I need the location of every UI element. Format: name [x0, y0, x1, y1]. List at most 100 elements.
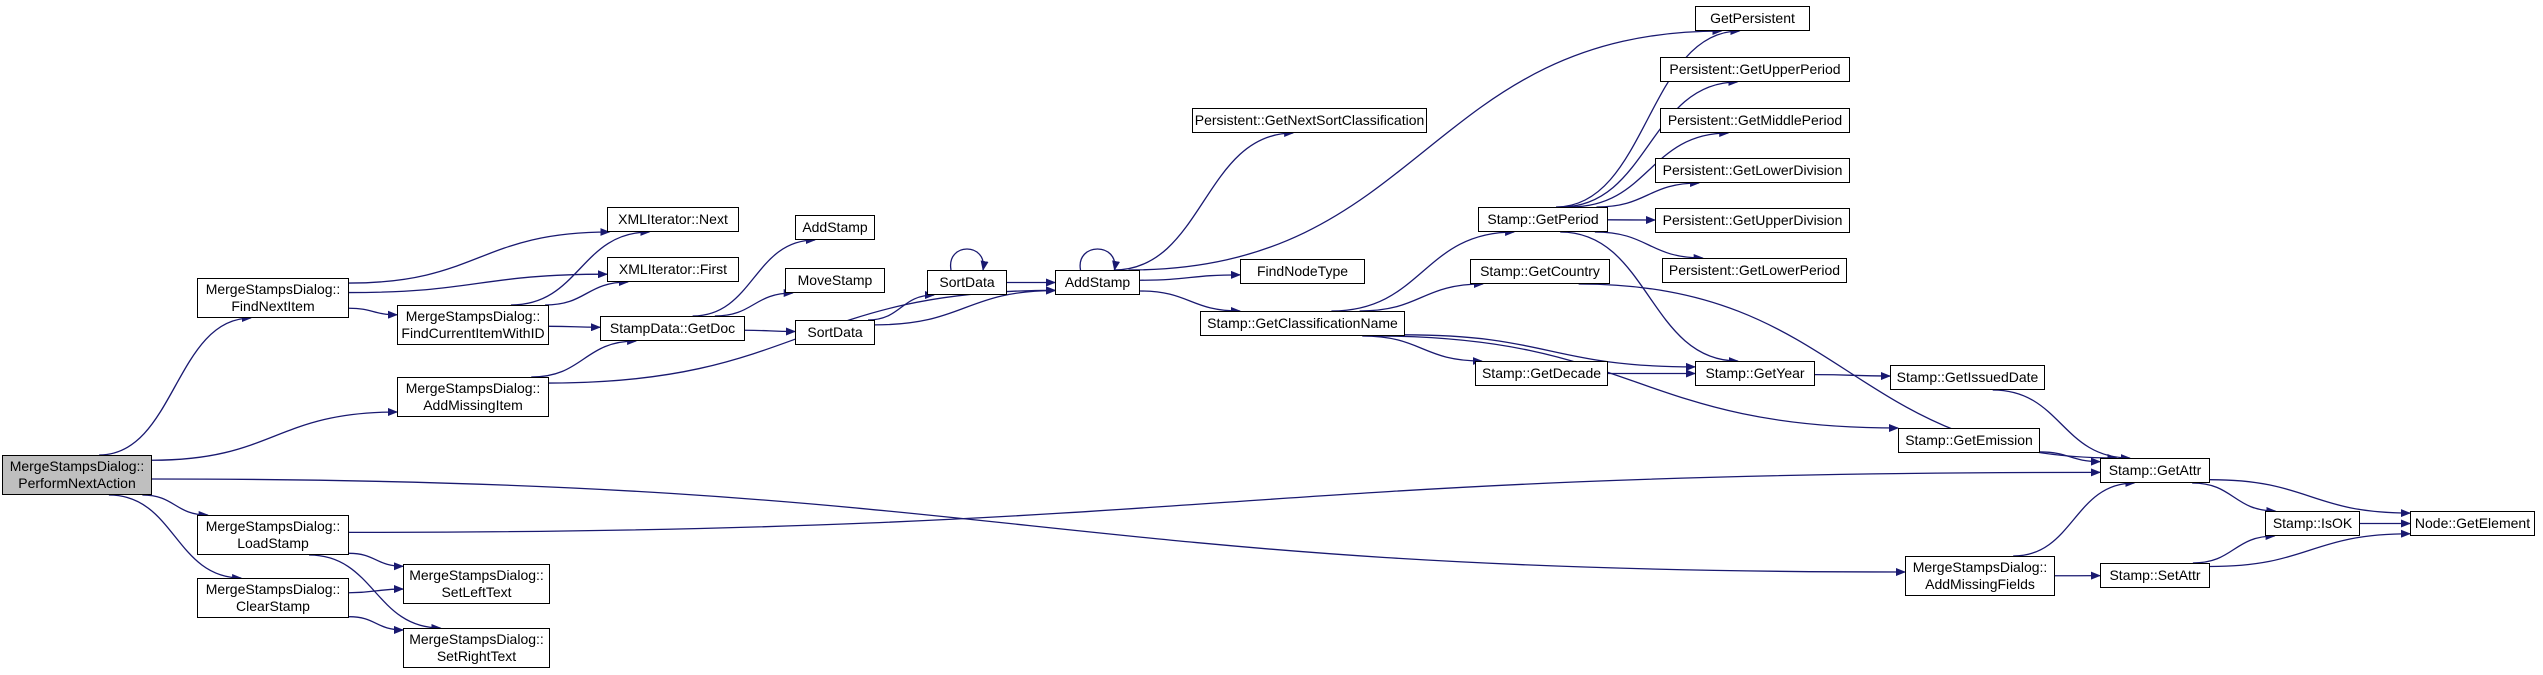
node-label-line: MergeStampsDialog:: — [409, 631, 544, 647]
node-label-line: Stamp::GetIssuedDate — [1896, 369, 2039, 385]
edge-getemission-to-getattr — [2039, 451, 2101, 466]
node-loadstamp[interactable]: MergeStampsDialog::LoadStamp — [197, 515, 349, 555]
edge-findnext-to-xmlfirst — [348, 270, 608, 294]
node-getlowerperiod[interactable]: Persistent::GetLowerPeriod — [1662, 258, 1847, 283]
edge-addmissingitem-to-getdoc — [531, 337, 638, 378]
node-getdoc[interactable]: StampData::GetDoc — [600, 316, 745, 341]
edge-findcurrent-to-getdoc — [548, 323, 601, 332]
edge-getclassname-to-getcountry — [1359, 280, 1484, 312]
node-findnext[interactable]: MergeStampsDialog::FindNextItem — [197, 278, 349, 318]
edge-findnext-to-xmlnext — [348, 228, 611, 284]
node-label-line: Persistent::GetUpperDivision — [1662, 212, 1843, 228]
node-getdecade[interactable]: Stamp::GetDecade — [1475, 361, 1608, 386]
node-xmlfirst[interactable]: XMLIterator::First — [607, 257, 739, 282]
node-label-line: Stamp::GetEmission — [1905, 432, 2033, 448]
node-findcurrent[interactable]: MergeStampsDialog::FindCurrentItemWithID — [397, 305, 549, 345]
node-addstamp2[interactable]: AddStamp — [1055, 270, 1140, 295]
node-label-line: Persistent::GetLowerDivision — [1662, 162, 1843, 178]
node-label-line: Stamp::GetYear — [1705, 365, 1805, 381]
edge-getclassname-to-getyear — [1404, 334, 1696, 371]
edge-loadstamp-to-getattr — [348, 468, 2101, 534]
node-label-line: Stamp::IsOK — [2272, 515, 2353, 531]
node-label-line: Persistent::GetUpperPeriod — [1669, 61, 1841, 77]
node-addstamp1[interactable]: AddStamp — [795, 215, 875, 240]
node-addmissingfields[interactable]: MergeStampsDialog::AddMissingFields — [1905, 556, 2055, 596]
node-label-line: MergeStampsDialog:: — [205, 518, 341, 534]
edge-addmissingfields-to-getattr — [2013, 479, 2136, 557]
node-getupperdivision[interactable]: Persistent::GetUpperDivision — [1655, 208, 1850, 233]
node-clearstamp[interactable]: MergeStampsDialog::ClearStamp — [197, 578, 349, 618]
node-label-line: MergeStampsDialog:: — [1912, 559, 2048, 575]
node-label-line: SetLeftText — [441, 584, 512, 600]
node-getclassname[interactable]: Stamp::GetClassificationName — [1200, 311, 1405, 336]
node-getemission[interactable]: Stamp::GetEmission — [1898, 428, 2040, 453]
node-label-line: XMLIterator::First — [618, 261, 728, 277]
node-label-line: MergeStampsDialog:: — [205, 281, 341, 297]
node-label-line: ClearStamp — [236, 598, 310, 614]
node-label-line: Node::GetElement — [2414, 515, 2531, 531]
node-label-line: MergeStampsDialog:: — [405, 380, 541, 396]
edge-setattr-to-getelement — [2209, 529, 2411, 568]
node-setattr[interactable]: Stamp::SetAttr — [2100, 563, 2210, 588]
node-isok[interactable]: Stamp::IsOK — [2265, 511, 2360, 536]
node-label-line: MergeStampsDialog:: — [205, 581, 341, 597]
node-label-line: FindNextItem — [231, 298, 315, 314]
edge-getyear-to-getissueddate — [1814, 372, 1891, 381]
node-movestamp[interactable]: MoveStamp — [785, 268, 885, 293]
edge-getissueddate-to-getattr — [1992, 389, 2131, 462]
edge-getclassname-to-getperiod — [1331, 228, 1516, 312]
edge-getdoc-to-movestamp — [714, 289, 794, 317]
edge-findcurrent-to-xmlnext — [510, 228, 651, 306]
node-findnodetype[interactable]: FindNodeType — [1240, 259, 1365, 284]
node-label-line: SetRightText — [436, 648, 517, 664]
edge-setattr-to-isok — [2192, 532, 2276, 564]
edge-perform-to-addmissingitem — [151, 407, 398, 461]
edge-sortdata1-to-sortdata1 — [950, 248, 989, 271]
node-getlowerdivision[interactable]: Persistent::GetLowerDivision — [1655, 158, 1850, 183]
node-label-line: FindNodeType — [1256, 263, 1349, 279]
node-label-line: MergeStampsDialog:: — [9, 458, 145, 474]
edge-getclassname-to-getemission — [1373, 335, 1899, 433]
node-getupperperiod[interactable]: Persistent::GetUpperPeriod — [1660, 57, 1850, 82]
node-setrighttext[interactable]: MergeStampsDialog::SetRightText — [403, 628, 550, 668]
node-getperiod[interactable]: Stamp::GetPeriod — [1478, 207, 1608, 232]
edge-getperiod-to-getpersistent — [1556, 27, 1741, 208]
node-setlefttext[interactable]: MergeStampsDialog::SetLeftText — [403, 564, 550, 604]
node-getattr[interactable]: Stamp::GetAttr — [2100, 458, 2210, 483]
edge-addstamp2-to-findnodetype — [1139, 270, 1241, 281]
node-label-line: AddStamp — [1064, 274, 1131, 290]
edge-addstamp2-to-getclassname — [1139, 290, 1241, 315]
edge-clearstamp-to-setrighttext — [348, 616, 404, 634]
node-label-line: Persistent::GetMiddlePeriod — [1667, 112, 1843, 128]
node-getissueddate[interactable]: Stamp::GetIssuedDate — [1890, 365, 2045, 390]
node-label-line: MoveStamp — [797, 272, 873, 288]
node-label-line: StampData::GetDoc — [609, 320, 736, 336]
node-getcountry[interactable]: Stamp::GetCountry — [1470, 259, 1610, 284]
edge-sortdata2-to-addstamp2 — [874, 286, 1056, 326]
node-label-line: Stamp::GetClassificationName — [1207, 315, 1398, 331]
node-perform: MergeStampsDialog::PerformNextAction — [2, 455, 152, 495]
node-xmlnext[interactable]: XMLIterator::Next — [607, 207, 739, 232]
edge-getattr-to-isok — [2192, 482, 2277, 515]
edge-getdoc-to-sortdata2 — [744, 327, 796, 336]
node-getnextsort[interactable]: Persistent::GetNextSortClassification — [1192, 108, 1427, 133]
node-getpersistent[interactable]: GetPersistent — [1695, 6, 1810, 31]
node-addmissingitem[interactable]: MergeStampsDialog::AddMissingItem — [397, 377, 549, 417]
edge-findcurrent-to-xmlfirst — [545, 278, 629, 306]
node-sortdata1[interactable]: SortData — [927, 270, 1007, 295]
edge-getperiod-to-getmiddleperiod — [1569, 129, 1730, 208]
edge-loadstamp-to-setlefttext — [348, 552, 404, 571]
node-label-line: Stamp::SetAttr — [2109, 567, 2201, 583]
edge-clearstamp-to-setlefttext — [348, 585, 404, 594]
node-getyear[interactable]: Stamp::GetYear — [1695, 361, 1815, 386]
node-label-line: AddMissingFields — [1925, 576, 2035, 592]
node-label-line: Persistent::GetNextSortClassification — [1194, 112, 1425, 128]
node-getmiddleperiod[interactable]: Persistent::GetMiddlePeriod — [1660, 108, 1850, 133]
edge-perform-to-loadstamp — [142, 494, 209, 519]
node-label-line: Stamp::GetDecade — [1481, 365, 1602, 381]
node-sortdata2[interactable]: SortData — [795, 320, 875, 345]
node-label-line: Stamp::GetCountry — [1480, 263, 1600, 279]
edge-perform-to-clearstamp — [108, 494, 243, 582]
node-getelement[interactable]: Node::GetElement — [2410, 511, 2535, 536]
